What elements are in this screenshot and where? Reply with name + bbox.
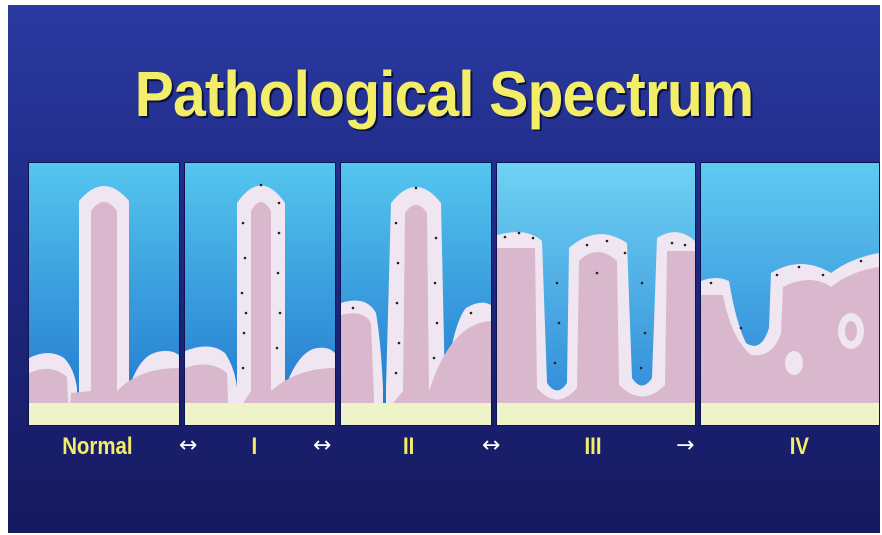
- stage-4-villus-illustration: [701, 163, 879, 425]
- stage-label-normal: Normal: [62, 433, 132, 461]
- stage-label-4: IV: [790, 433, 809, 461]
- panel-stage-1: [184, 162, 336, 426]
- stage-label-1: I: [252, 433, 258, 461]
- arrow-right-4: →: [676, 433, 694, 458]
- arrow-bidirectional-1: ↔: [179, 433, 197, 458]
- stage-label-2: II: [403, 433, 414, 461]
- slide: Pathological Spectrum: [8, 5, 880, 533]
- panel-normal: [28, 162, 180, 426]
- panel-stage-4: [700, 162, 880, 426]
- panel-stage-2: [340, 162, 492, 426]
- histology-panels: [28, 162, 880, 426]
- stage-3-villus-illustration: [497, 163, 695, 425]
- stage-label-3: III: [585, 433, 602, 461]
- stage-2-villus-illustration: [341, 163, 491, 425]
- slide-title: Pathological Spectrum: [43, 57, 845, 131]
- arrow-bidirectional-2: ↔: [313, 433, 331, 458]
- panel-stage-3: [496, 162, 696, 426]
- stage-1-villus-illustration: [185, 163, 335, 425]
- normal-villus-illustration: [29, 163, 179, 425]
- arrow-bidirectional-3: ↔: [482, 433, 500, 458]
